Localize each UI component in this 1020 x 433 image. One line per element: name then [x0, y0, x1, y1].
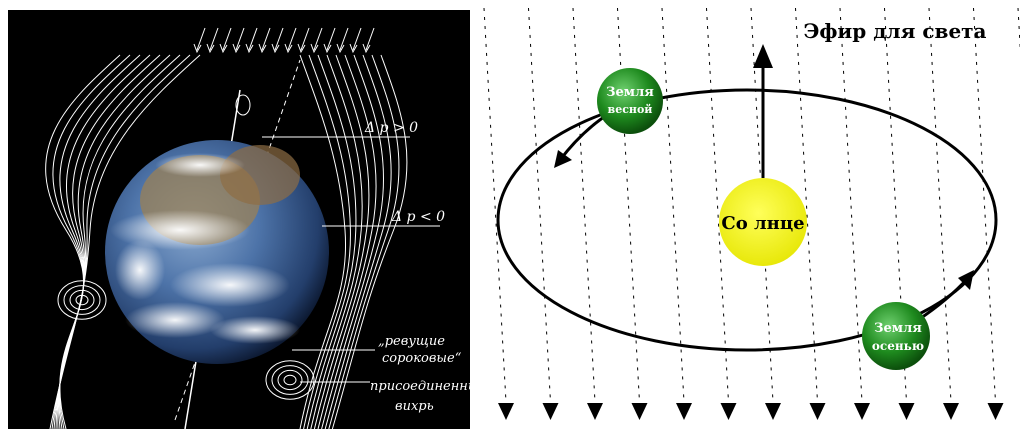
earth-autumn — [862, 302, 930, 370]
orbit-arrow-lower-head — [958, 270, 974, 290]
earth-spring-label-2: весной — [608, 103, 653, 116]
vortex-ring — [265, 360, 315, 400]
aether-arrow-icon — [631, 403, 648, 420]
flow-arrow-icon — [362, 43, 371, 54]
aether-diagram: Со лнце Земля весной Земля осенью Эфир д… — [483, 7, 1020, 420]
incoming-flow-line — [222, 27, 232, 51]
incoming-flow-line — [248, 27, 258, 51]
aether-arrow-icon — [809, 403, 826, 420]
flow-arrow-icon — [271, 43, 280, 54]
flow-arrow-icon — [284, 43, 293, 54]
streamline-right — [328, 54, 400, 430]
aether-line — [884, 7, 907, 403]
incoming-flow-line — [300, 27, 310, 51]
streamline-right — [299, 54, 347, 430]
rotation-indicator-icon — [235, 94, 251, 116]
orbit-arrow-upper-head — [554, 150, 572, 168]
streamline-right — [324, 54, 392, 430]
incoming-flow-line — [261, 27, 271, 51]
label-roaring-line1: „ревущие — [378, 334, 445, 349]
flow-arrow-icon — [297, 43, 306, 54]
aether-arrow-icon — [943, 403, 959, 420]
streamline-left — [45, 54, 121, 430]
earth-globe — [105, 140, 329, 364]
aether-line — [483, 7, 507, 403]
aether-arrow-icon — [720, 403, 737, 420]
earth-spring — [597, 68, 663, 134]
flow-arrow-icon — [232, 43, 241, 54]
earth-flow-diagram: Δ p > 0 Δ p < 0 „ревущие сороковые“ прис… — [8, 10, 487, 430]
label-vortex-line1: присоединенный — [370, 379, 470, 394]
aether-line — [928, 7, 952, 403]
incoming-flow-line — [287, 27, 297, 51]
aether-arrow-icon — [854, 403, 870, 420]
aether-figure: Со лнце Земля весной Земля осенью Эфир д… — [478, 0, 1020, 429]
sun-motion-arrow-head — [753, 44, 773, 68]
label-dp-neg: Δ p < 0 — [391, 209, 445, 225]
incoming-flow-line — [339, 27, 349, 51]
aether-arrow-icon — [498, 403, 514, 420]
aether-line — [617, 7, 640, 403]
incoming-flow-line — [235, 27, 245, 51]
vortex-ring — [283, 374, 297, 386]
aether-title: Эфир для света — [803, 19, 986, 43]
incoming-flow-line — [352, 27, 362, 51]
vortex-ring — [69, 289, 95, 311]
aether-arrow-icon — [987, 403, 1004, 420]
incoming-flow-line — [196, 27, 206, 51]
aether-arrow-icon — [587, 403, 603, 420]
sun-label: Со лнце — [721, 213, 804, 234]
aether-line — [572, 7, 596, 403]
flow-arrow-icon — [206, 43, 215, 54]
earth-autumn-label-1: Земля — [874, 321, 922, 336]
flow-arrow-icon — [219, 43, 228, 54]
streamline-right — [317, 54, 377, 430]
streamline-right — [331, 54, 408, 430]
earth-autumn-label-2: осенью — [872, 339, 924, 353]
vortex-ring — [277, 369, 303, 391]
label-dp-pos: Δ p > 0 — [364, 120, 418, 136]
flow-arrow-icon — [323, 43, 332, 54]
flow-arrow-icon — [336, 43, 345, 54]
incoming-flow-line — [365, 27, 375, 51]
aether-line — [973, 7, 996, 403]
earth-spring-label-1: Земля — [606, 85, 654, 100]
flow-streamlines — [45, 27, 408, 430]
aether-arrow-icon — [542, 403, 559, 420]
vortex-ring — [75, 294, 89, 306]
flow-arrow-icon — [245, 43, 254, 54]
vortex-ring — [271, 365, 309, 395]
aether-arrow-icon — [898, 403, 915, 420]
aether-arrow-icon — [676, 403, 692, 420]
incoming-flow-line — [209, 27, 219, 51]
aether-line — [795, 7, 818, 403]
label-vortex-line2: вихрь — [395, 399, 434, 414]
aether-line — [661, 7, 685, 403]
aether-line — [839, 7, 863, 403]
streamline-right — [313, 54, 370, 430]
incoming-flow-line — [313, 27, 323, 51]
flow-arrow-icon — [193, 43, 202, 54]
flow-arrow-icon — [258, 43, 267, 54]
sun — [719, 178, 807, 266]
streamline-right — [321, 54, 385, 430]
earth-flow-figure: Δ p > 0 Δ p < 0 „ревущие сороковые“ прис… — [0, 0, 487, 430]
aether-arrow-icon — [765, 403, 781, 420]
incoming-flow-line — [326, 27, 336, 51]
streamline-right — [310, 54, 363, 430]
vortex-ring — [57, 280, 107, 320]
flow-arrow-icon — [349, 43, 358, 54]
aether-line — [528, 7, 551, 403]
earth-orbit — [496, 88, 998, 352]
streamline-right — [303, 54, 351, 430]
vortex-ring — [63, 285, 101, 315]
incoming-flow-line — [274, 27, 284, 51]
flow-arrow-icon — [310, 43, 319, 54]
aether-line — [706, 7, 729, 403]
label-roaring-line2: сороковые“ — [382, 351, 462, 366]
aether-line — [750, 7, 774, 403]
streamline-right — [306, 54, 357, 430]
